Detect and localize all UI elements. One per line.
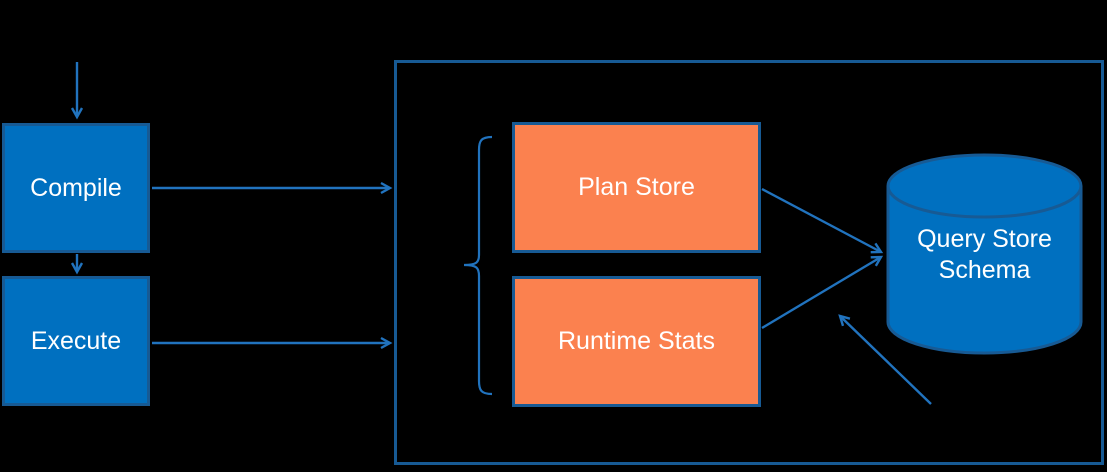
arrow-runtime-stats-to-schema [761,255,884,330]
stores-group-brace [463,135,493,396]
cylinder-top [886,153,1083,219]
arrow-bottom-to-schema [838,314,932,405]
node-compile-label: Compile [30,173,122,202]
node-runtime-stats: Runtime Stats [512,276,761,407]
arrow-plan-store-to-schema [761,187,884,254]
database-cylinder [886,153,1083,355]
node-plan-store-label: Plan Store [578,173,695,201]
query-store-container-box [394,60,1104,465]
node-runtime-stats-label: Runtime Stats [557,327,715,355]
cylinder-body [886,186,1083,355]
node-query-store-schema-label: Query Store Schema [917,225,1052,284]
node-execute-label: Execute [30,326,122,355]
node-execute: Execute [2,276,150,406]
node-compile: Compile [2,123,150,253]
node-plan-store: Plan Store [512,122,761,253]
